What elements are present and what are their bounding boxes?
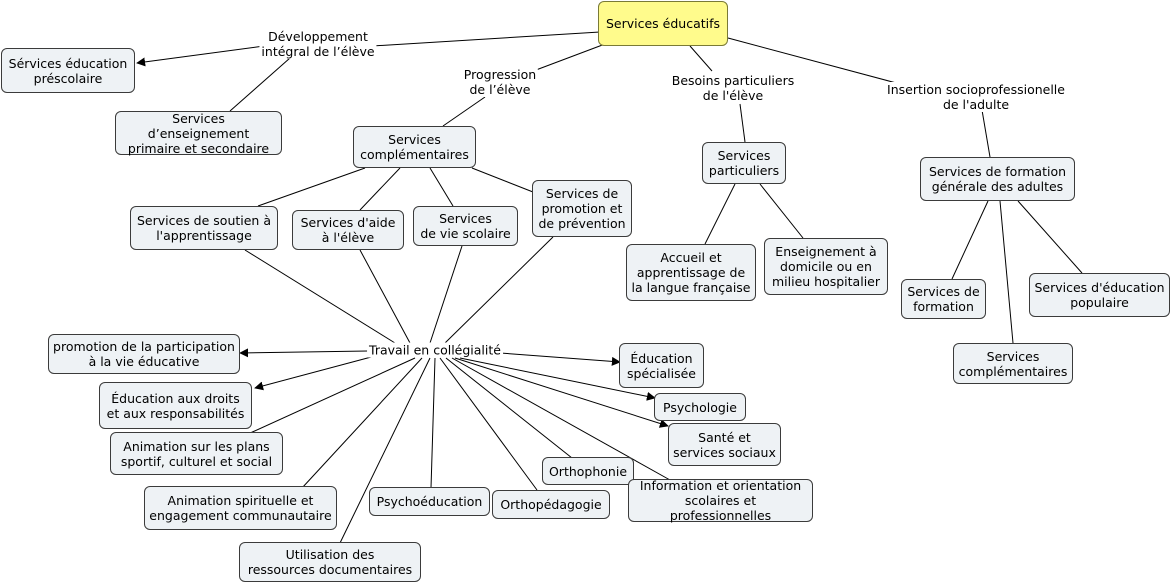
branch-label-progression: Progression de l’élève xyxy=(461,67,539,97)
edge-travail-spirituelle xyxy=(301,357,423,489)
node-promotion-prevention[interactable]: Services de promotion et de prévention xyxy=(532,180,632,237)
node-vie-scolaire[interactable]: Services de vie scolaire xyxy=(413,206,518,246)
edge-promotion-travail xyxy=(444,236,554,344)
edge-travail-sport xyxy=(247,357,416,435)
edge-vie-travail xyxy=(429,245,463,344)
edge-comp-vie xyxy=(429,167,454,207)
branch-label-travail: Travail en collégialité xyxy=(367,342,503,358)
edge-travail-psychoeducation xyxy=(430,357,436,489)
edge-travail-sante xyxy=(454,357,669,428)
edge-besoins-particuliers xyxy=(739,103,746,143)
node-services-complementaires[interactable]: Services complémentaires xyxy=(353,126,476,168)
node-animation-spirituelle[interactable]: Animation spirituelle et engagement comm… xyxy=(144,486,337,530)
edge-dev-prescolaire xyxy=(136,45,265,67)
edge-particuliers-accueil xyxy=(704,183,736,245)
node-accueil-langue[interactable]: Accueil et apprentissage de la langue fr… xyxy=(626,244,756,301)
edge-insertion-formation-adultes xyxy=(981,109,991,158)
node-psychoeducation[interactable]: Psychoéducation xyxy=(369,487,490,516)
edge-root-besoins xyxy=(689,45,713,72)
edge-travail-information xyxy=(451,357,671,481)
node-services-primaire-secondaire[interactable]: Services d’enseignement primaire et seco… xyxy=(115,111,282,156)
edge-prog-complementaires xyxy=(442,96,486,127)
node-services-particuliers[interactable]: Services particuliers xyxy=(702,142,786,184)
edge-travail-orthopedagogie xyxy=(439,357,538,491)
node-enseignement-domicile[interactable]: Enseignement à domicile ou en milieu hos… xyxy=(764,238,888,295)
edge-fga-education-populaire xyxy=(1017,200,1083,274)
edge-soutien-travail xyxy=(244,249,396,344)
edge-aide-travail xyxy=(359,249,411,344)
edge-comp-soutien xyxy=(257,167,366,207)
node-sante-services-sociaux[interactable]: Santé et services sociaux xyxy=(668,423,781,466)
edge-root-insertion xyxy=(727,37,901,85)
branch-label-developpement: Développement intégral de l’élève xyxy=(259,29,377,59)
node-formation-generale-adultes[interactable]: Services de formation générale des adult… xyxy=(920,157,1075,201)
node-information-orientation[interactable]: Information et orientation scolaires et … xyxy=(628,478,813,523)
edge-fga-complementaires xyxy=(999,200,1014,344)
edge-travail-droits xyxy=(254,355,376,391)
edge-dev-primaire xyxy=(229,57,291,112)
root-node[interactable]: Services éducatifs xyxy=(598,1,728,46)
branch-label-insertion: Insertion socioprofessionelle de l'adult… xyxy=(885,82,1067,112)
node-education-droits[interactable]: Éducation aux droits et aux responsabili… xyxy=(99,382,252,429)
node-soutien-apprentissage[interactable]: Services de soutien à l'apprentissage xyxy=(130,206,278,250)
node-complementaires-adultes[interactable]: Services complémentaires xyxy=(953,343,1073,384)
edge-travail-participation xyxy=(239,348,369,358)
node-education-specialisee[interactable]: Éducation spécialisée xyxy=(619,343,704,388)
edge-comp-promotion xyxy=(471,167,534,193)
edge-travail-orthophonie xyxy=(445,357,573,459)
node-orthophonie[interactable]: Orthophonie xyxy=(542,457,634,485)
edge-fga-formation xyxy=(951,200,989,280)
node-animation-sportif[interactable]: Animation sur les plans sportif, culture… xyxy=(110,432,283,475)
edge-root-dev xyxy=(371,31,601,47)
edge-travail-specialisee xyxy=(499,352,621,366)
node-orthopedagogie[interactable]: Orthopédagogie xyxy=(492,490,610,519)
edge-root-prog xyxy=(527,43,606,74)
node-ressources-documentaires[interactable]: Utilisation des ressources documentaires xyxy=(239,542,421,582)
edge-travail-psychologie xyxy=(459,357,656,401)
edge-particuliers-domicile xyxy=(759,183,804,239)
node-participation-vie-educative[interactable]: promotion de la participation à la vie é… xyxy=(48,334,240,374)
edge-travail-ressources xyxy=(339,357,431,544)
node-education-populaire[interactable]: Services d'éducation populaire xyxy=(1029,273,1170,317)
node-psychologie[interactable]: Psychologie xyxy=(654,393,746,421)
node-services-prescolaire[interactable]: Sérvices éducation préscolaire xyxy=(1,48,135,93)
edge-comp-aide xyxy=(359,167,401,211)
node-aide-eleve[interactable]: Services d'aide à l'élève xyxy=(292,210,404,250)
branch-label-besoins: Besoins particuliers de l'élève xyxy=(669,73,797,103)
node-services-formation[interactable]: Services de formation xyxy=(901,279,986,319)
